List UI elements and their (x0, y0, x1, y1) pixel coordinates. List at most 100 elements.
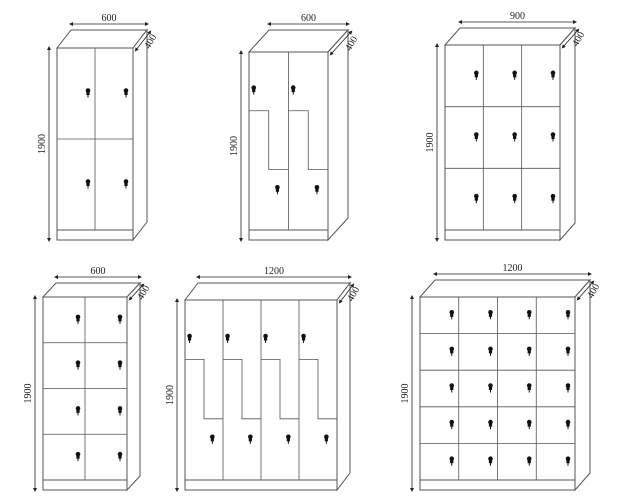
height-label: 1900 (37, 134, 48, 154)
lock-icon (75, 451, 81, 462)
depth-dimension-arrow (329, 30, 353, 56)
lock-icon (248, 434, 253, 444)
lock-plate (566, 459, 570, 464)
lock-icon (565, 346, 571, 356)
height-label: 1900 (425, 133, 436, 153)
lock-icon (85, 179, 91, 189)
lock-icon (512, 193, 517, 204)
lock-icon (290, 85, 296, 95)
lock-icon (474, 193, 479, 204)
cabinet-top (41, 282, 142, 298)
cabinet-side (132, 28, 148, 242)
lock-plate (551, 135, 555, 139)
lock-plate (566, 349, 570, 354)
lock-icon (449, 310, 455, 320)
lock-plate (450, 423, 454, 427)
z-door-edge (261, 359, 299, 420)
lock-icon (550, 132, 556, 142)
height-label: 1900 (400, 384, 411, 404)
lock-icon (123, 179, 129, 189)
lock-icon (488, 346, 493, 356)
lock-plate (527, 313, 531, 317)
lock-plate (450, 313, 454, 317)
lock-icon (85, 88, 91, 98)
lock-icon (117, 314, 123, 324)
lock-icon (550, 70, 556, 80)
lock-plate (124, 91, 128, 95)
cabinet-top (443, 27, 577, 46)
lock-plate (513, 135, 517, 139)
lock-plate (86, 182, 90, 186)
lock-icon (512, 132, 517, 142)
lock-icon (526, 383, 532, 393)
lock-plate (291, 88, 295, 93)
lock-icon (449, 346, 455, 356)
lock-plate (263, 337, 268, 341)
lock-icon (488, 383, 493, 393)
lock-plate (118, 317, 122, 322)
lock-plate (118, 363, 122, 368)
lock-plate (187, 337, 192, 341)
lock-icon (488, 456, 493, 466)
lock-icon (117, 360, 123, 370)
lock-icon (75, 406, 81, 416)
width-label: 1200 (503, 263, 523, 274)
lock-icon (301, 333, 306, 343)
lock-icon (565, 310, 571, 320)
cabinet-top (418, 279, 592, 298)
lock-plate (551, 197, 555, 201)
lock-plate (566, 386, 570, 390)
lock-plate (76, 317, 80, 322)
lock-plate (474, 73, 478, 78)
lock-plate (76, 409, 80, 413)
lock-plate (450, 386, 454, 390)
lock-icon (75, 360, 81, 370)
lock-icon (565, 383, 571, 393)
lock-plate (488, 423, 493, 427)
lock-icon (314, 184, 320, 195)
lock-plate (488, 313, 493, 317)
lock-plate (76, 455, 80, 459)
lock-icon (75, 314, 81, 324)
width-label: 1200 (264, 266, 284, 277)
lock-icon (488, 310, 493, 320)
lock-plate (527, 459, 531, 464)
lock-icon (225, 333, 230, 343)
lock-plate (474, 135, 478, 139)
lock-plate (225, 337, 230, 341)
lock-icon (324, 434, 329, 444)
lock-plate (301, 337, 306, 341)
lock-icon (526, 310, 532, 320)
lock-icon (526, 419, 532, 430)
lock-icon (474, 132, 479, 142)
width-label: 600 (301, 13, 316, 24)
height-label: 1900 (229, 136, 240, 156)
lock-icon (123, 88, 129, 98)
z-door-edge (223, 359, 261, 420)
lock-plate (76, 363, 80, 368)
lock-icon (210, 434, 215, 444)
lock-icon (512, 70, 517, 80)
z-door-edge (249, 110, 289, 170)
lock-plate (324, 437, 328, 442)
lock-plate (488, 349, 493, 354)
depth-dimension-arrow (128, 283, 145, 301)
cabinet-side (336, 281, 351, 492)
width-label: 600 (102, 13, 117, 24)
depth-dimension-arrow (338, 283, 355, 304)
lock-plate (118, 455, 122, 459)
cabinet-side (574, 278, 591, 492)
lock-icon (550, 193, 556, 204)
cabinet-top (55, 29, 149, 49)
depth-dimension-arrow (134, 30, 152, 52)
lock-plate (566, 313, 570, 317)
lock-icon (286, 434, 291, 444)
width-label: 600 (91, 266, 106, 277)
z-door-edge (185, 359, 223, 420)
lock-icon (263, 333, 268, 343)
lock-plate (527, 386, 531, 390)
